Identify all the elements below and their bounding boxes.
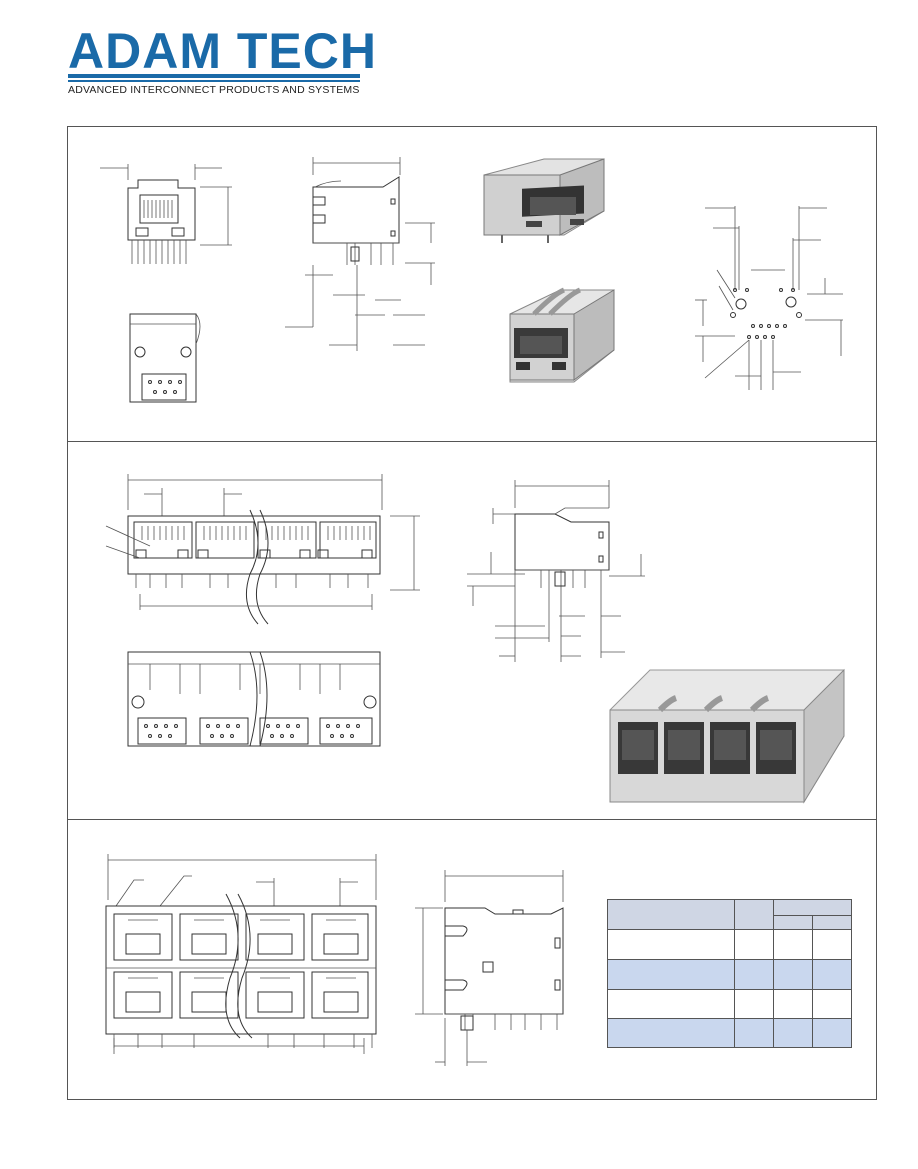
- drawing-sheet: [67, 126, 877, 1100]
- spec-cell: [734, 1017, 775, 1049]
- quad-product-photo: [609, 668, 845, 804]
- single-side-view-drawing: [285, 157, 435, 351]
- table-row: [606, 1017, 852, 1049]
- spec-subheader-cell: [812, 915, 852, 931]
- single-front-view-drawing: [100, 164, 232, 264]
- spec-cell: [812, 1017, 852, 1049]
- spec-cell: [606, 959, 736, 990]
- quad-side-view-drawing: [467, 480, 645, 662]
- spec-header-cell: [773, 898, 852, 917]
- single-bottom-view-drawing: [129, 313, 201, 403]
- company-tagline: ADVANCED INTERCONNECT PRODUCTS AND SYSTE…: [68, 84, 360, 96]
- spec-header-cell: [606, 898, 736, 931]
- brand-header: ADAM TECH ADVANCED INTERCONNECT PRODUCTS…: [68, 26, 376, 100]
- single-pcb-layout-drawing: [695, 206, 843, 390]
- logo-rule: [68, 74, 360, 78]
- spec-cell: [812, 929, 852, 961]
- spec-cell: [812, 988, 852, 1019]
- single-product-photo-angled: [509, 287, 615, 383]
- stacked-front-view-drawing: [105, 854, 377, 1054]
- spec-cell: [773, 929, 814, 961]
- spec-cell: [773, 1017, 814, 1049]
- section-divider-1: [68, 441, 876, 442]
- spec-cell: [734, 988, 775, 1019]
- logo-rule-thin: [68, 80, 360, 82]
- spec-cell: [734, 929, 775, 961]
- spec-cell: [606, 1017, 736, 1049]
- table-row: [606, 959, 852, 990]
- stacked-side-view-drawing: [415, 870, 564, 1066]
- spec-table: [606, 898, 852, 1049]
- spec-cell: [606, 929, 736, 961]
- table-row: [606, 929, 852, 961]
- spec-cell: [773, 959, 814, 990]
- single-product-photo-front: [483, 158, 605, 243]
- company-logo: ADAM TECH: [68, 23, 377, 79]
- spec-cell: [734, 959, 775, 990]
- spec-subheader-cell: [773, 915, 814, 931]
- spec-cell: [773, 988, 814, 1019]
- spec-cell: [606, 988, 736, 1019]
- table-row: [606, 988, 852, 1019]
- spec-header-cell: [734, 898, 775, 931]
- spec-cell: [812, 959, 852, 990]
- section-divider-2: [68, 819, 876, 820]
- quad-bottom-view-drawing: [127, 651, 381, 747]
- quad-front-view-drawing: [105, 474, 420, 625]
